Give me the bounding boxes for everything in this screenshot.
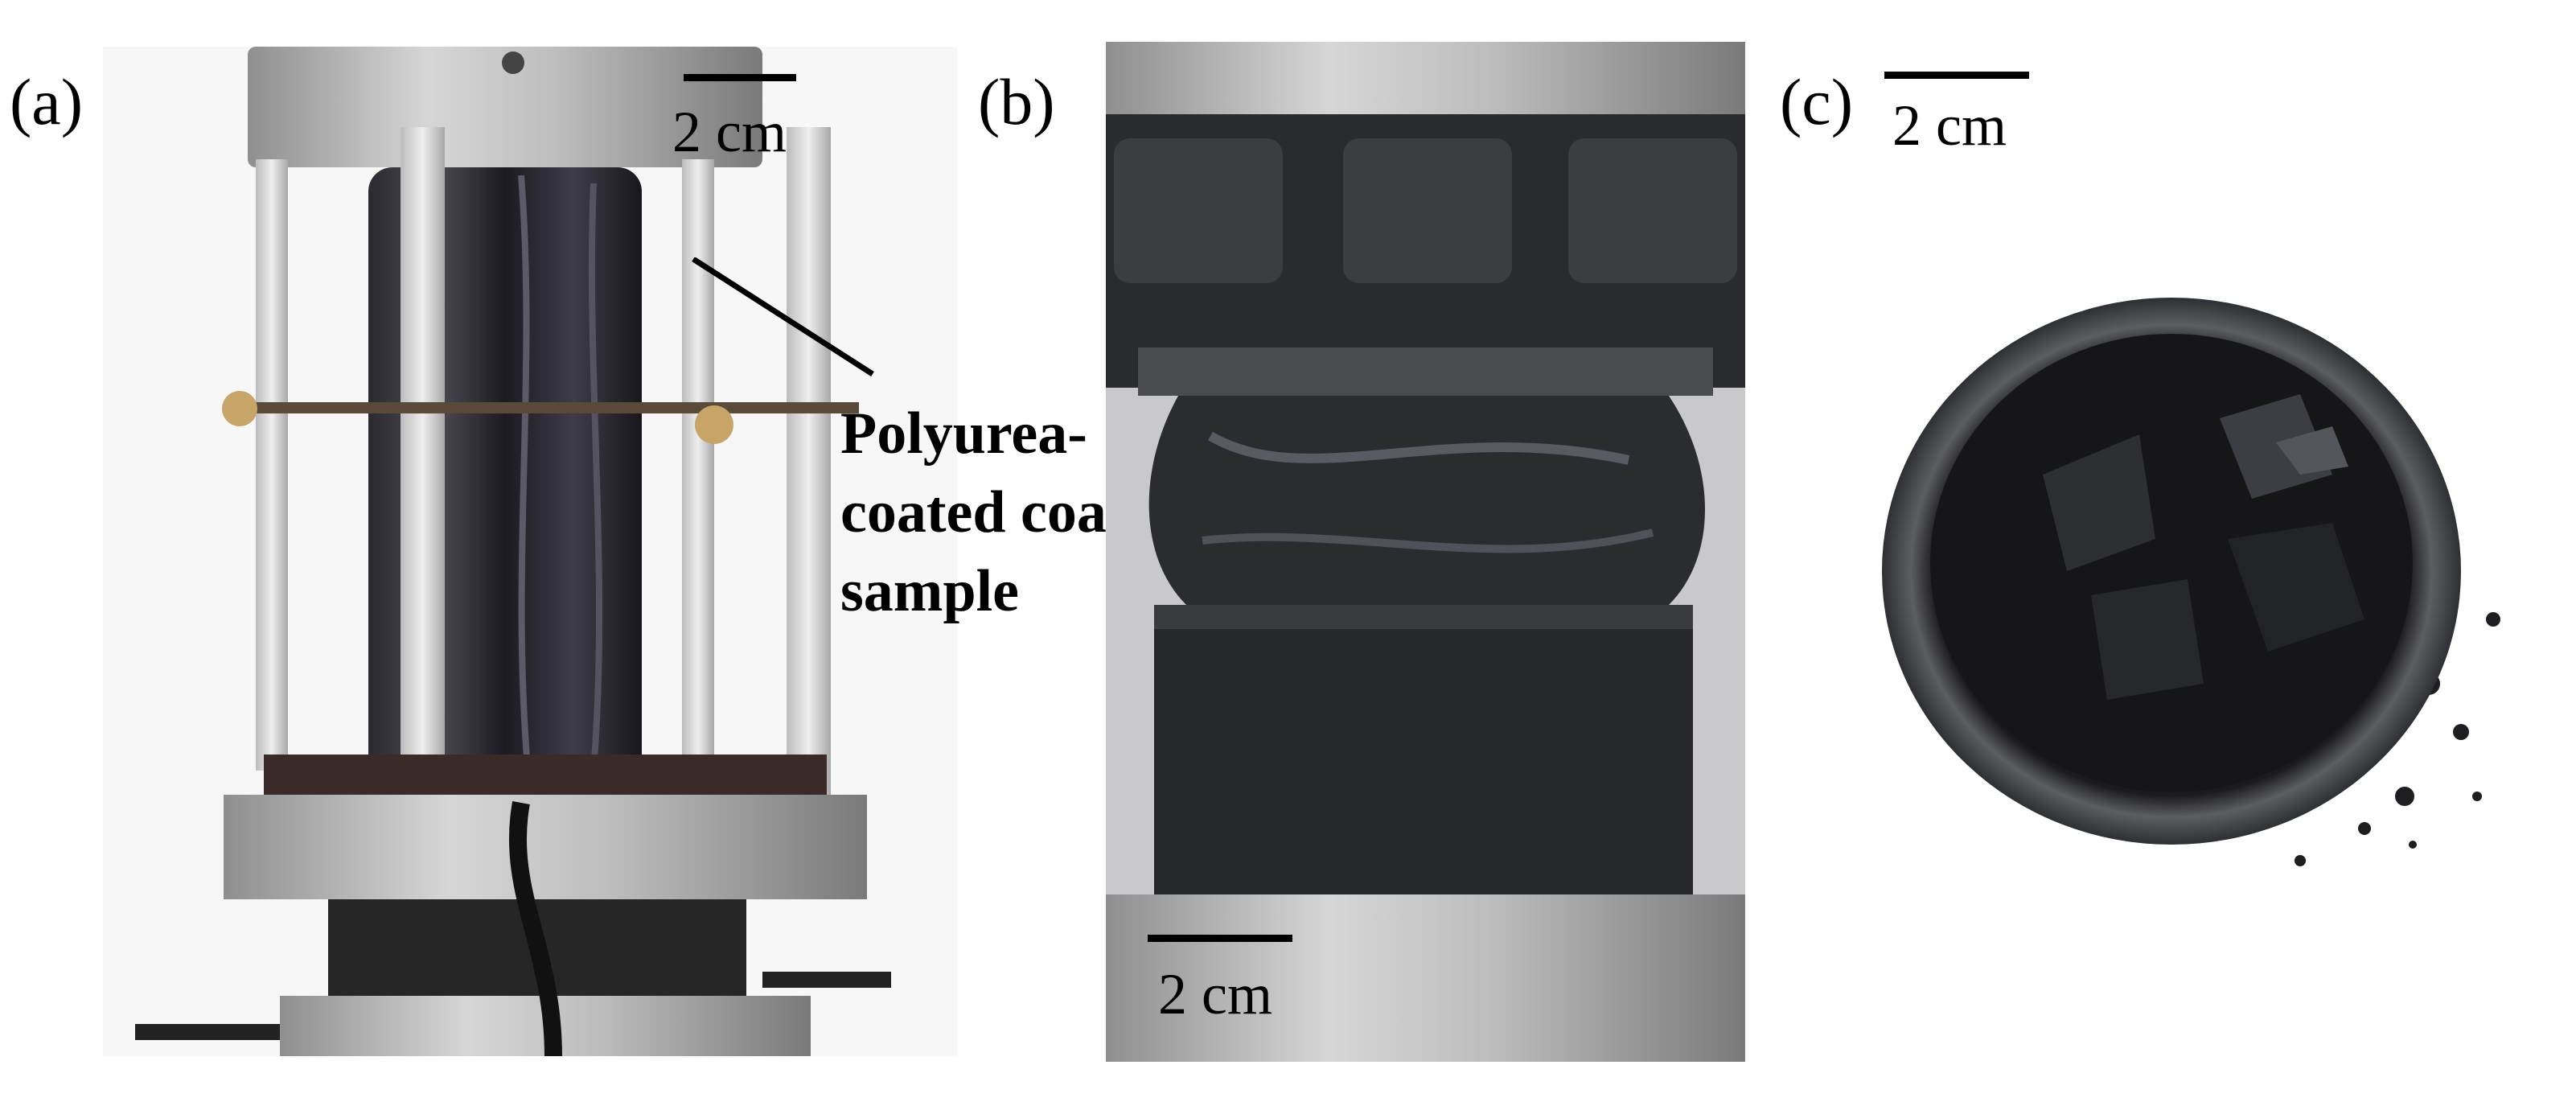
scale-bar-b bbox=[1148, 935, 1292, 942]
photo-failed-sample-top-view bbox=[1850, 233, 2533, 909]
annotation-line-1: Polyurea- bbox=[840, 401, 1087, 467]
annotation-polyurea-coated-sample: Polyurea- coated coal sample bbox=[840, 394, 1123, 631]
apparatus-illustration bbox=[103, 47, 957, 1056]
panel-label-a: (a) bbox=[10, 65, 84, 138]
annotation-pointer-line bbox=[692, 257, 874, 376]
annotation-line-3: sample bbox=[840, 558, 1019, 624]
compression-illustration bbox=[1106, 42, 1745, 1062]
panel-label-b: (b) bbox=[978, 65, 1055, 138]
photo-triaxial-apparatus bbox=[103, 47, 957, 1056]
scale-label-a: 2 cm bbox=[672, 100, 787, 164]
annotation-line-2: coated coal bbox=[840, 479, 1124, 545]
scale-label-c: 2 cm bbox=[1892, 93, 2007, 158]
panel-label-c: (c) bbox=[1780, 65, 1854, 138]
scale-bar-c bbox=[1884, 72, 2029, 79]
scale-label-b: 2 cm bbox=[1158, 962, 1272, 1026]
scale-bar-a bbox=[684, 74, 796, 81]
failed-sample-illustration bbox=[1882, 298, 2500, 866]
photo-compressed-sample bbox=[1106, 42, 1745, 1062]
